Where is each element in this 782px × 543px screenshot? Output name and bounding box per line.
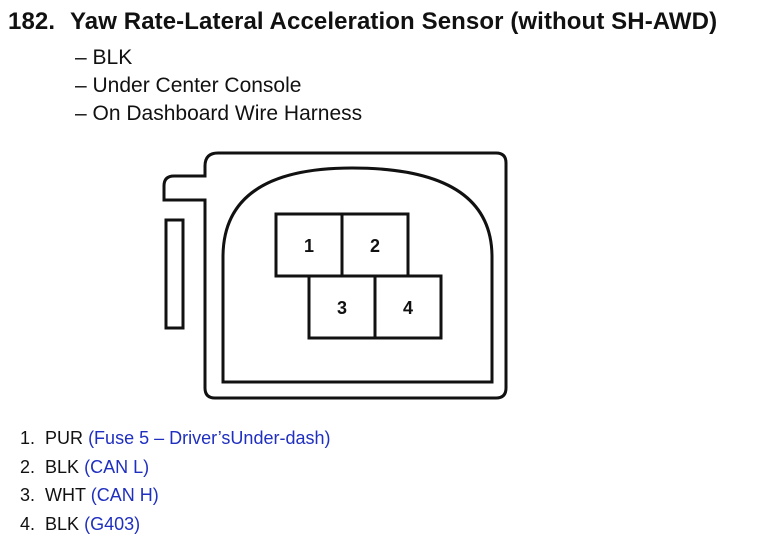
connector-cavity xyxy=(221,166,494,384)
wire-color: WHT xyxy=(45,485,86,505)
circuit-name: (Fuse 5 – Driver’sUnder-dash) xyxy=(88,428,331,448)
pin-index: 1. xyxy=(20,428,36,448)
pin-cell-1 xyxy=(274,212,344,278)
pinout-row: 4. BLK (G403) xyxy=(20,510,330,539)
circuit-name: (CAN H) xyxy=(90,485,159,505)
pin-index: 2. xyxy=(20,456,36,477)
note-connector-color: – BLK xyxy=(75,46,133,69)
component-name: Yaw Rate-Lateral Acceleration Sensor (wi… xyxy=(70,8,718,35)
circuit-name: (CAN L) xyxy=(84,456,150,477)
pin-cell-4 xyxy=(373,274,443,340)
item-number: 182. xyxy=(8,8,56,35)
connector-housing xyxy=(162,151,508,400)
page-title: 182. Yaw Rate-Lateral Acceleration Sensor… xyxy=(8,8,717,36)
pin-cell-3 xyxy=(307,274,377,340)
note-harness: – On Dashboard Wire Harness xyxy=(75,102,363,125)
pinout-row: 2. BLK (CAN L) xyxy=(20,453,330,482)
wire-color: PUR xyxy=(45,428,84,448)
wire-color: BLK xyxy=(45,513,80,534)
pin-label-1: 1 xyxy=(304,236,314,256)
pin-index: 4. xyxy=(20,513,36,534)
note-location: – Under Center Console xyxy=(75,74,302,97)
pin-label-2: 2 xyxy=(370,236,380,256)
pin-label-3: 3 xyxy=(337,298,347,318)
circuit-name: (G403) xyxy=(84,513,141,534)
pinout-row: 1. PUR (Fuse 5 – Driver’sUnder-dash) xyxy=(20,424,330,453)
pinout-row: 3. WHT (CAN H) xyxy=(20,481,330,510)
pinout-list: 1. PUR (Fuse 5 – Driver’sUnder-dash) 2. … xyxy=(20,424,330,538)
wire-color: BLK xyxy=(45,456,80,477)
location-notes: – BLK – Under Center Console – On Dashbo… xyxy=(75,44,362,128)
pin-index: 3. xyxy=(20,485,36,505)
locking-tab xyxy=(164,218,185,330)
pin-label-4: 4 xyxy=(403,298,413,318)
